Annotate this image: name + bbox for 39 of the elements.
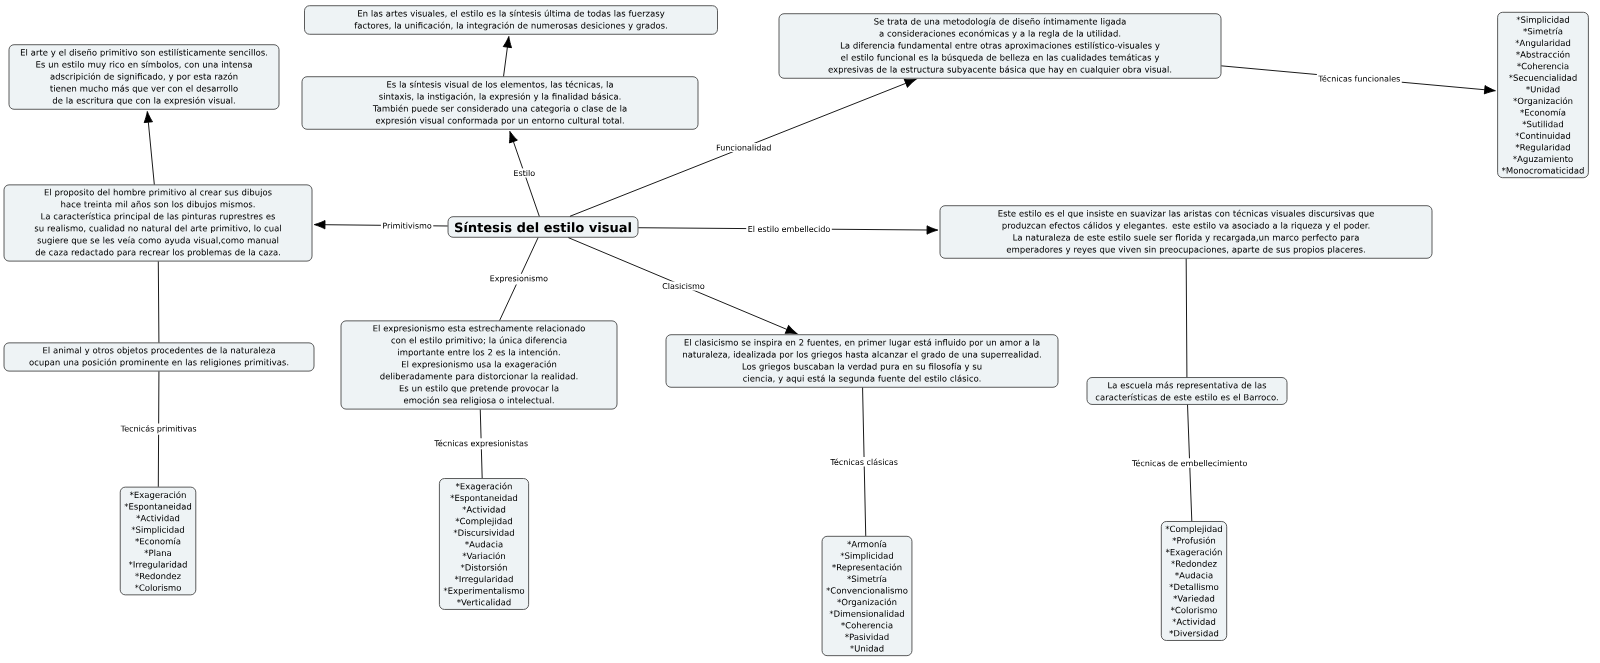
connector-line <box>157 371 160 488</box>
arrow <box>508 130 540 217</box>
concept-box: El proposito del hombre primitivo al crear sus dibujos hace treinta mil años son los dibujos mismos. La característica principal de las pinturas ruprestres es su realismo, cualidad no natural del arte primitivo, lo cual sugiere que se les veía como ayuda visual,como manual de caza redactado para recrear los problemas de la caza. <box>3 184 313 262</box>
edge-label: Tecnicás primitivas <box>120 425 197 434</box>
concept-box: El expresionismo esta estrechamente relacionado con el estilo primitivo; la única diferencia importante entre los 2 es la intención. El expresionismo usa la exageración deliberadamente para distorcionar la realidad. Es un estilo que pretende provocar la emoción sea religiosa o intelectual. <box>340 320 618 410</box>
connector-line <box>862 387 867 537</box>
concept-box: Este estilo es el que insiste en suavizar las aristas con técnicas visuales discursivas que produzcan efectos cálidos y elegantes. este estilo va asociado a la riqueza y el poder. La naturaleza de este estilo suele ser florida y recargada,un marco perfecto para emperadores y reyes que viven sin preocupaciones, aparte de sus propios placeres. <box>939 205 1433 259</box>
arrow <box>569 78 917 217</box>
concept-box: El clasicismo se inspira en 2 fuentes, en primer lugar está influido por un amor a la naturaleza, idealizada por los griegos hasta alcanzar el grado de una superrealidad. Los griegos buscaban la verdad pura en su filosofía y su ciencia, y aqui está la segunda fuente del estilo clásico. <box>665 334 1059 388</box>
concept-box: Se trata de una metodología de diseño íntimamente ligada a consideraciones económicas y a la regla de la utilidad. La diferencia fundamental entre otras aproximaciones estilístico-visuales y el estilo funcional es la búsqueda de belleza en las cualidades temáticas y expresivas de la estructura subyacente básica que hay en cualquier obra visual. <box>778 13 1222 79</box>
list-box: *Armonía *Simplicidad *Representación *Simetría *Convencionalismo *Organización *Dimensionalidad *Coherencia *Pasividad *Unidad <box>821 535 913 657</box>
edge-label: Técnicas expresionistas <box>434 439 528 448</box>
connector-line <box>1185 258 1188 378</box>
edge-label: Técnicas funcionales <box>1318 75 1400 82</box>
connector-line <box>499 237 539 321</box>
connector-line <box>157 261 160 343</box>
arrow <box>568 237 798 335</box>
connector-line <box>479 409 483 479</box>
concept-box: La escuela más representativa de las características de este estilo es el Barroco. <box>1086 377 1288 405</box>
list-box: *Exageración *Espontaneidad *Actividad *Complejidad *Discursividad *Audacia *Variación *Distorsión *Irregularidad *Experimentalismo *Verticalidad <box>439 478 529 610</box>
edge-label: Técnicas de embellecimiento <box>1131 459 1247 467</box>
concept-box: En las artes visuales, el estilo es la síntesis última de todas las fuerzasy factores, la unificación, la integración de numerosas desiciones y grados. <box>304 5 718 35</box>
arrow <box>502 36 513 77</box>
list-box: *Exageración *Espontaneidad *Actividad *Simplicidad *Economía *Plana *Irregularidad *Redondez *Colorismo <box>119 486 197 596</box>
arrow <box>143 111 155 185</box>
edge-label: Estilo <box>514 169 535 177</box>
edge-label: Clasicismo <box>662 282 705 290</box>
concept-box: Es la síntesis visual de los elementos, las técnicas, la sintaxis, la instigación, la expresión y la finalidad básica. También puede ser considerado una categoria o clase de la expresión visual conformada por un entorno cultural total. <box>301 76 699 130</box>
list-box: *Complejidad *Profusión *Exageración *Redondez *Audacia *Detallismo *Variedad *Colorismo *Actividad *Diversidad <box>1160 521 1228 641</box>
edge-label: El estilo embellecido <box>748 225 830 232</box>
concept-box: El animal y otros objetos procedentes de la naturaleza ocupan una posición prominente en las religiones primitivas. <box>3 342 315 372</box>
main-topic-box: Síntesis del estilo visual <box>447 216 639 238</box>
edge-label: Técnicas clásicas <box>830 458 898 466</box>
list-box: *Simplicidad *Simetría *Angularidad *Abstracción *Coherencia *Secuencialidad *Unidad *Organización *Economía *Sutilidad *Continuidad *Regularidad *Aguzamiento *Monocromaticidad <box>1497 11 1589 179</box>
edge-label: Primitivismo <box>383 222 432 229</box>
connector-line <box>1187 404 1193 522</box>
concept-box: El arte y el diseño primitivo son estilísticamente sencillos. Es un estilo muy rico en símbolos, con una intensa adscripición de significado, y por esta razón tienen mucho más que ver con el desarrollo de la escritura que con la expresión visual. <box>8 44 280 110</box>
edge-label: Expresionismo <box>490 275 548 283</box>
edge-label: Funcionalidad <box>716 144 771 151</box>
